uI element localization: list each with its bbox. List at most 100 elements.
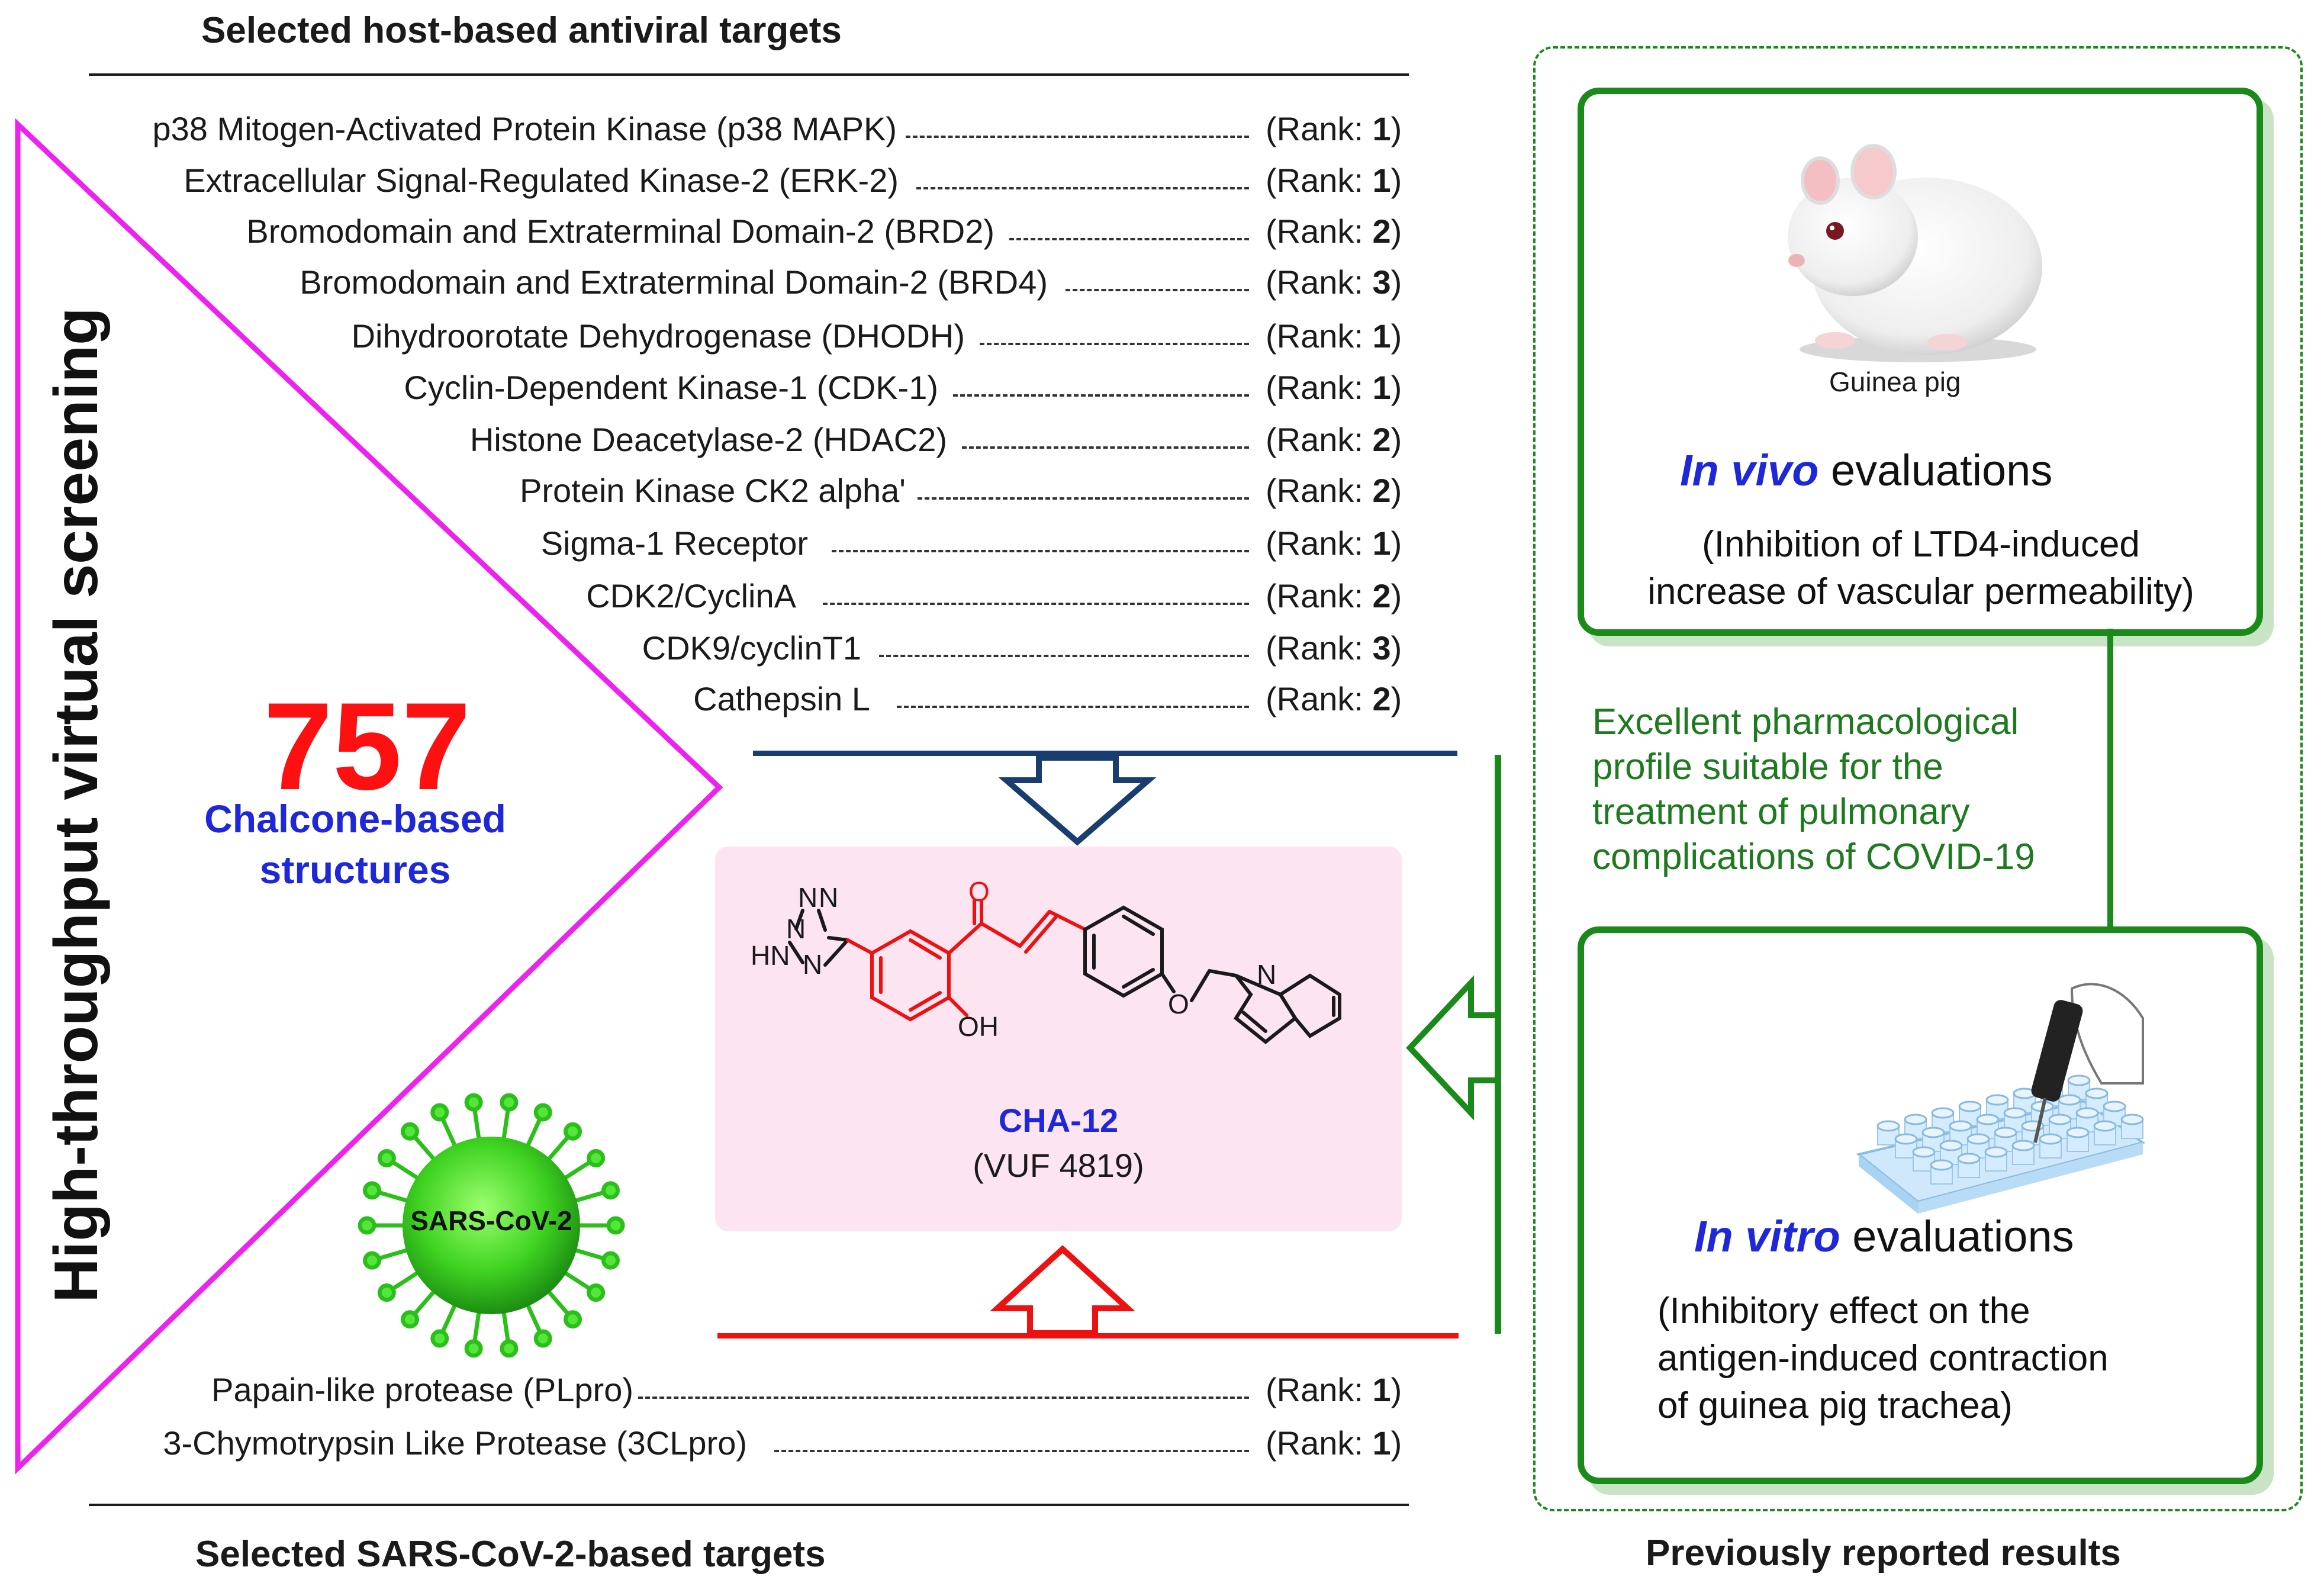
rank-suffix: ) [1390, 1424, 1402, 1462]
target-rank: (Rank: 1) [1266, 1370, 1402, 1409]
target-name: Sigma-1 Receptor [540, 525, 808, 562]
host-row: Dihydroorotate Dehydrogenase (DHODH)(Ran… [0, 317, 1438, 364]
target-name: Papain-like protease (PLpro) [211, 1371, 633, 1408]
rank-value: 1 [1372, 317, 1391, 355]
down-arrow [998, 755, 1157, 846]
in-vivo-line2: increase of vascular permeability) [1647, 571, 2194, 612]
compound-count: 757 [263, 677, 471, 816]
leader-dashes [918, 497, 1249, 500]
host-row: Sigma-1 Receptor (Rank: 1) [0, 524, 1438, 571]
rank-value: 3 [1372, 629, 1391, 667]
rank-suffix: ) [1390, 629, 1402, 667]
host-row: Cathepsin L(Rank: 2) [0, 680, 1438, 727]
rank-prefix: (Rank: [1266, 577, 1373, 614]
rank-prefix: (Rank: [1266, 213, 1373, 250]
rank-value: 2 [1372, 472, 1391, 509]
rank-suffix: ) [1390, 472, 1402, 509]
rank-value: 1 [1372, 162, 1391, 199]
compound-name: CHA-12 [998, 1102, 1119, 1139]
rank-prefix: (Rank: [1266, 421, 1373, 458]
rank-value: 1 [1372, 525, 1391, 562]
in-vitro-em: In vitro [1694, 1212, 1840, 1261]
rank-suffix: ) [1390, 317, 1402, 355]
rank-prefix: (Rank: [1266, 263, 1373, 301]
leader-dashes [832, 550, 1249, 552]
virus-icon [358, 1093, 625, 1358]
target-name: Protein Kinase CK2 alpha' [520, 472, 906, 509]
count-desc-line2: structures [259, 848, 451, 892]
compound-count-desc: Chalcone-based structures [166, 793, 545, 895]
rank-value: 2 [1372, 577, 1391, 614]
in-vivo-em: In vivo [1680, 446, 1819, 495]
leader-dashes [823, 603, 1249, 605]
rank-value: 1 [1372, 1371, 1391, 1408]
target-rank: (Rank: 3) [1266, 263, 1402, 301]
atom-hn: HN [751, 940, 790, 971]
rank-value: 2 [1372, 680, 1391, 717]
navy-connector-line [753, 751, 1457, 756]
rank-prefix: (Rank: [1266, 525, 1373, 562]
compound-box [715, 847, 1402, 1231]
target-name: Extracellular Signal-Regulated Kinase-2 … [184, 162, 899, 199]
red-connector-line [717, 1333, 1459, 1338]
target-name: CDK2/CyclinA [586, 577, 796, 614]
compound-alias: (VUF 4819) [973, 1147, 1144, 1184]
previous-results-heading: Previously reported results [1646, 1533, 2121, 1574]
in-vitro-line1: (Inhibitory effect on the [1657, 1291, 2030, 1331]
profile-line2: profile suitable for the [1592, 746, 1943, 787]
rank-prefix: (Rank: [1266, 472, 1373, 509]
in-vivo-title: In vivo evaluations [1680, 445, 2052, 495]
atom-n1: N [786, 913, 806, 944]
leader-dashes [962, 446, 1249, 449]
target-name: Cathepsin L [693, 680, 870, 717]
target-rank: (Rank: 2) [1266, 577, 1402, 615]
leader-dashes [953, 394, 1249, 397]
in-vitro-description: (Inhibitory effect on the antigen-induce… [1657, 1288, 2190, 1430]
previous-results-region [1533, 46, 2303, 1511]
host-row: Bromodomain and Extraterminal Domain-2 (… [0, 263, 1438, 310]
rank-value: 1 [1372, 110, 1391, 147]
leader-dashes [1009, 238, 1249, 240]
host-row: Bromodomain and Extraterminal Domain-2 (… [0, 212, 1438, 259]
target-name: Cyclin-Dependent Kinase-1 (CDK-1) [404, 369, 938, 406]
rank-value: 1 [1372, 369, 1391, 406]
leader-dashes [1066, 289, 1249, 291]
host-row: Extracellular Signal-Regulated Kinase-2 … [0, 161, 1438, 208]
leader-dashes [638, 1396, 1249, 1399]
profile-line3: treatment of pulmonary [1592, 791, 1970, 832]
target-rank: (Rank: 1) [1266, 368, 1402, 407]
rank-prefix: (Rank: [1266, 629, 1373, 667]
sars-heading-rule [89, 1504, 1409, 1506]
target-rank: (Rank: 2) [1266, 471, 1402, 510]
rank-value: 2 [1372, 213, 1391, 250]
sars-row: 3-Chymotrypsin Like Protease (3CLpro)(Ra… [0, 1424, 1438, 1471]
target-name: Bromodomain and Extraterminal Domain-2 (… [246, 213, 994, 250]
atom-oh: OH [958, 1011, 999, 1042]
sars-row: Papain-like protease (PLpro) (Rank: 1) [0, 1370, 1438, 1418]
target-name: CDK9/cyclinT1 [642, 629, 861, 667]
rank-suffix: ) [1390, 263, 1402, 301]
rank-prefix: (Rank: [1266, 162, 1373, 199]
profile-note: Excellent pharmacological profile suitab… [1592, 700, 2035, 880]
rank-suffix: ) [1390, 577, 1402, 614]
target-rank: (Rank: 2) [1266, 212, 1402, 250]
target-name: Dihydroorotate Dehydrogenase (DHODH) [351, 317, 965, 355]
panel-connector [2107, 629, 2113, 929]
host-row: Protein Kinase CK2 alpha' (Rank: 2) [0, 471, 1438, 519]
rank-value: 3 [1372, 263, 1391, 301]
rank-suffix: ) [1390, 369, 1402, 406]
target-rank: (Rank: 1) [1266, 524, 1402, 562]
leader-dashes [906, 136, 1249, 138]
rank-suffix: ) [1390, 525, 1402, 562]
leader-dashes [774, 1450, 1249, 1452]
target-rank: (Rank: 1) [1266, 161, 1402, 199]
screening-triangle [15, 118, 723, 1475]
rank-suffix: ) [1390, 162, 1402, 199]
guinea-pig-caption: Guinea pig [1829, 366, 1961, 397]
leader-dashes [897, 706, 1249, 708]
in-vitro-title-rest: evaluations [1840, 1212, 2074, 1261]
target-rank: (Rank: 1) [1266, 1424, 1402, 1462]
profile-line1: Excellent pharmacological [1592, 702, 2019, 742]
target-name: Bromodomain and Extraterminal Domain-2 (… [300, 263, 1048, 301]
target-name: p38 Mitogen-Activated Protein Kinase (p3… [152, 110, 897, 147]
